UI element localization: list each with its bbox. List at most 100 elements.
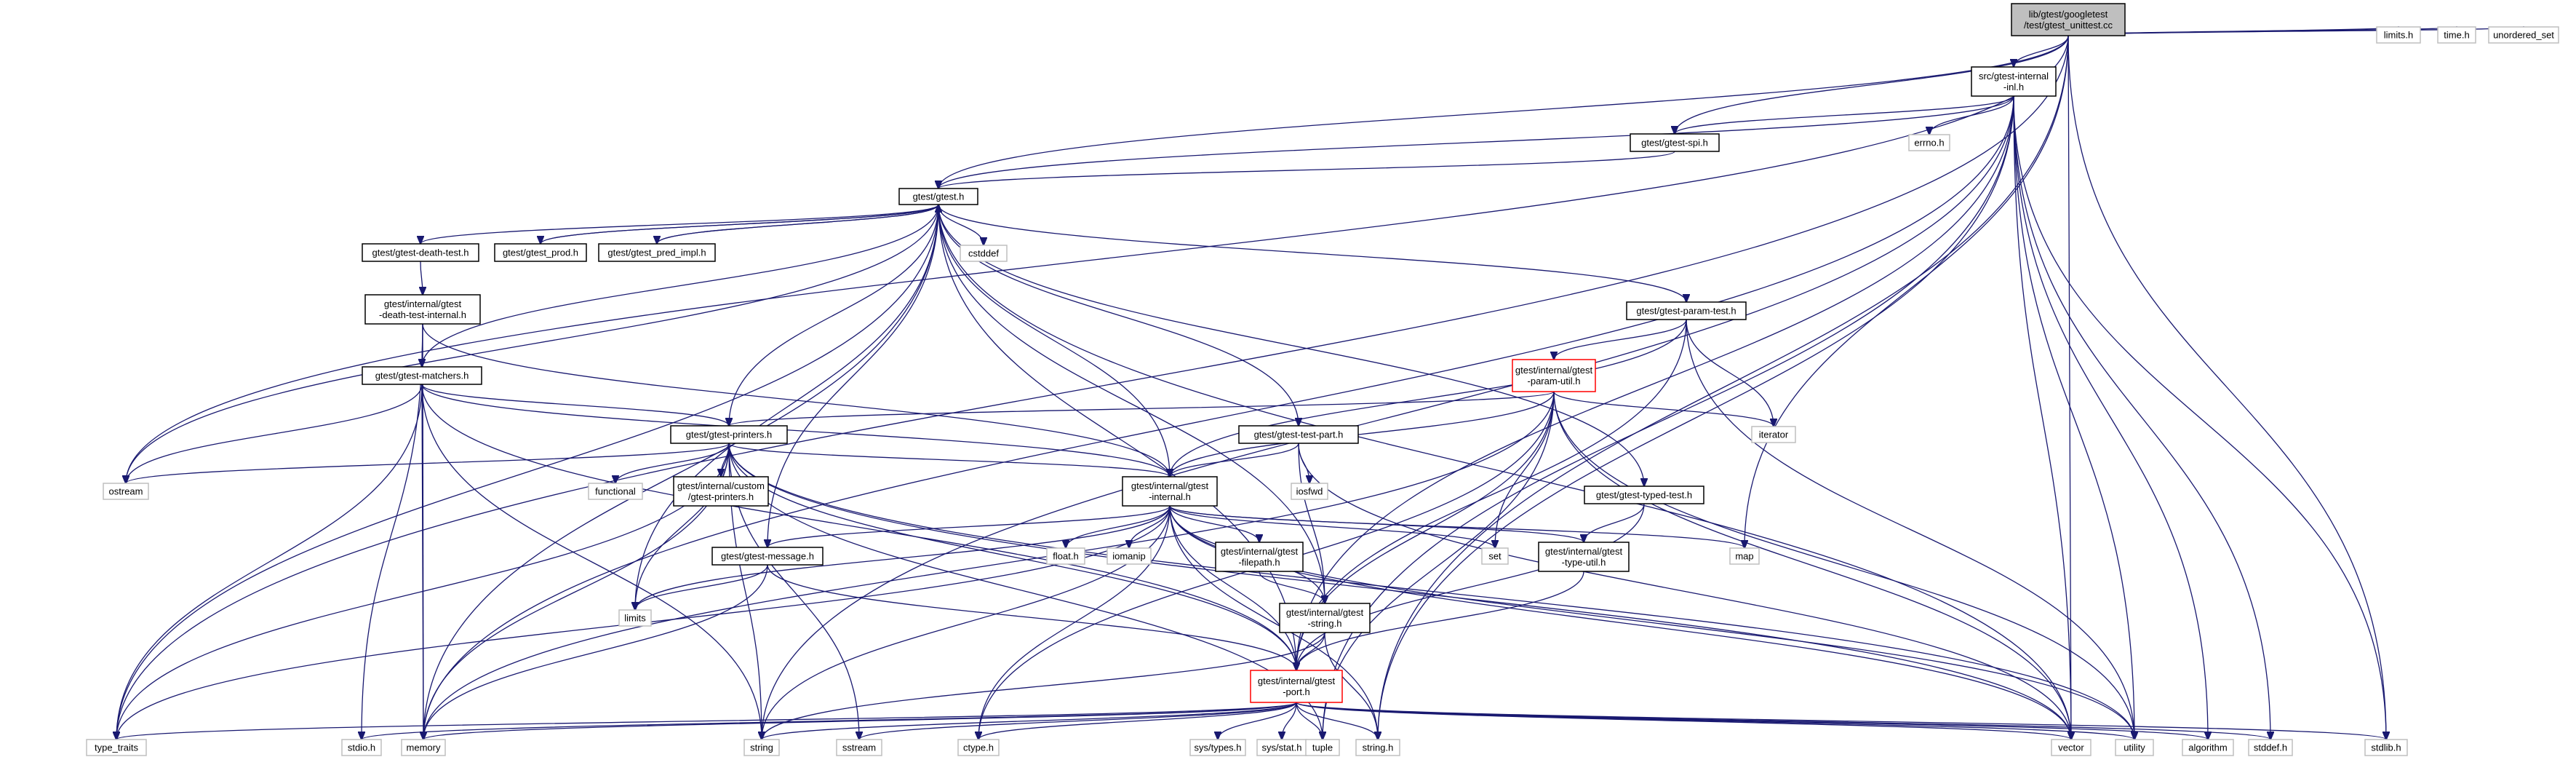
- node-set[interactable]: set: [1481, 547, 1509, 565]
- node-param-test[interactable]: gtest/gtest-param-test.h: [1626, 301, 1747, 320]
- node-param-util[interactable]: gtest/internal/gtest-param-util.h: [1512, 359, 1596, 392]
- edge-internal-inl-to-stddef-h: [2013, 95, 2270, 740]
- node-errno-box: [1908, 134, 1950, 151]
- node-cstddef[interactable]: cstddef: [960, 245, 1008, 262]
- node-ostream[interactable]: ostream: [103, 483, 149, 500]
- edge-gtest-h-to-vector: [938, 204, 2071, 740]
- node-root-label: lib/gtest/googletest: [2029, 9, 2108, 20]
- edge-port-to-string: [762, 702, 1297, 740]
- node-typed-test[interactable]: gtest/gtest-typed-test.h: [1584, 485, 1704, 504]
- edge-gtest-h-to-message: [767, 204, 939, 547]
- node-stdlib-h[interactable]: stdlib.h: [2364, 739, 2408, 756]
- edge-gtest-h-to-port: [938, 204, 1296, 670]
- node-spi[interactable]: gtest/gtest-spi.h: [1630, 133, 1720, 152]
- node-iosfwd[interactable]: iosfwd: [1291, 483, 1328, 500]
- node-type-util[interactable]: gtest/internal/gtest-type-util.h: [1538, 542, 1630, 572]
- node-death-test[interactable]: gtest/gtest-death-test.h: [362, 243, 479, 262]
- edge-matchers-to-printers: [421, 384, 729, 426]
- node-sys-stat[interactable]: sys/stat.h: [1256, 739, 1307, 756]
- node-typed-test-label: gtest/gtest-typed-test.h: [1596, 490, 1692, 501]
- node-printers[interactable]: gtest/gtest-printers.h: [670, 425, 788, 444]
- node-custom-printers-label: /gtest-printers.h: [688, 491, 754, 502]
- edge-internal-inl-to-string: [762, 95, 2014, 740]
- edge-port-to-sys-types: [1218, 702, 1297, 740]
- node-gtest-internal-label: -internal.h: [1149, 491, 1191, 502]
- node-type-traits[interactable]: type_traits: [86, 739, 147, 756]
- node-string[interactable]: string: [743, 739, 780, 756]
- node-functional[interactable]: functional: [588, 483, 643, 500]
- node-pred-label: gtest/gtest_prod.h: [503, 247, 578, 258]
- node-functional-label: functional: [595, 486, 636, 497]
- edge-printers-to-gtest-internal: [728, 443, 1170, 477]
- node-string-h-label: string.h: [1363, 742, 1394, 753]
- node-gtest-h-label: gtest/gtest.h: [913, 191, 965, 202]
- node-memory-box: [401, 739, 446, 756]
- edge-param-util-to-memory: [423, 391, 1555, 740]
- node-unordered-set[interactable]: unordered_set: [2488, 26, 2559, 44]
- edge-death-internal-to-stdio-h: [362, 323, 423, 740]
- node-time-h[interactable]: time.h: [2437, 26, 2476, 44]
- node-vector[interactable]: vector: [2051, 739, 2091, 756]
- node-iomanip[interactable]: iomanip: [1106, 547, 1152, 565]
- node-sstream[interactable]: sstream: [836, 739, 882, 756]
- node-algorithm[interactable]: algorithm: [2182, 739, 2234, 756]
- edge-gtest-h-to-param-test: [938, 204, 1686, 302]
- edge-gtest-h-to-typed-test: [938, 204, 1644, 486]
- edge-printers-to-functional: [615, 443, 730, 483]
- edge-filepath-to-gstring: [1259, 571, 1325, 603]
- node-limits-h-box: [2376, 26, 2421, 44]
- edge-gtest-internal-to-filepath: [1169, 505, 1259, 542]
- node-stdio-h[interactable]: stdio.h: [341, 739, 382, 756]
- node-gtest-internal[interactable]: gtest/internal/gtest-internal.h: [1122, 476, 1218, 507]
- node-limits[interactable]: limits: [618, 609, 652, 627]
- edge-matchers-to-memory: [422, 384, 423, 740]
- node-limits-h[interactable]: limits.h: [2376, 26, 2421, 44]
- node-pred[interactable]: gtest/gtest_prod.h: [494, 243, 587, 262]
- edge-internal-inl-to-gtest-h: [938, 95, 2014, 189]
- node-limits-box: [618, 609, 652, 627]
- node-iomanip-box: [1106, 547, 1152, 565]
- edge-printers-to-utility: [728, 443, 2134, 740]
- node-death-internal-box: [364, 294, 481, 325]
- edge-gtest-h-to-gstring: [938, 204, 1325, 603]
- node-map[interactable]: map: [1729, 547, 1760, 565]
- node-utility[interactable]: utility: [2115, 739, 2154, 756]
- node-iterator[interactable]: iterator: [1751, 426, 1796, 443]
- node-filepath[interactable]: gtest/internal/gtest-filepath.h: [1215, 542, 1304, 572]
- node-death-internal[interactable]: gtest/internal/gtest-death-test-internal…: [364, 294, 481, 325]
- edge-port-to-type-traits: [116, 702, 1297, 740]
- node-gtest-h[interactable]: gtest/gtest.h: [898, 188, 978, 205]
- node-limits-label: limits: [624, 613, 646, 624]
- node-message-box: [711, 547, 824, 566]
- node-test-part[interactable]: gtest/gtest-test-part.h: [1238, 425, 1359, 444]
- node-float-h[interactable]: float.h: [1046, 547, 1085, 565]
- node-port[interactable]: gtest/internal/gtest-port.h: [1250, 670, 1343, 703]
- node-root[interactable]: lib/gtest/googletest/test/gtest_unittest…: [2011, 3, 2126, 36]
- node-string-h-box: [1355, 739, 1400, 756]
- edges-layer: [116, 27, 2524, 740]
- node-ctype-h[interactable]: ctype.h: [957, 739, 1000, 756]
- node-float-h-box: [1046, 547, 1085, 565]
- node-string-h[interactable]: string.h: [1355, 739, 1400, 756]
- node-param-test-box: [1626, 301, 1747, 320]
- node-type-util-box: [1538, 542, 1630, 572]
- node-message[interactable]: gtest/gtest-message.h: [711, 547, 824, 566]
- node-internal-inl[interactable]: src/gtest-internal-inl.h: [1971, 66, 2057, 97]
- node-pred-impl[interactable]: gtest/gtest_pred_impl.h: [598, 243, 716, 262]
- edge-internal-inl-to-utility: [2013, 95, 2134, 740]
- node-gstring[interactable]: gtest/internal/gtest-string.h: [1279, 603, 1371, 633]
- edge-param-util-to-gtest-internal: [1170, 391, 1555, 477]
- node-memory[interactable]: memory: [401, 739, 446, 756]
- node-sys-types-box: [1189, 739, 1246, 756]
- node-matchers[interactable]: gtest/gtest-matchers.h: [362, 366, 482, 385]
- node-set-box: [1481, 547, 1509, 565]
- node-utility-box: [2115, 739, 2154, 756]
- edge-root-to-gtest-h: [938, 35, 2069, 189]
- node-sys-types[interactable]: sys/types.h: [1189, 739, 1246, 756]
- edge-gtest-internal-to-string-h: [1169, 505, 1378, 740]
- node-tuple[interactable]: tuple: [1305, 739, 1340, 756]
- node-stddef-h[interactable]: stddef.h: [2248, 739, 2293, 756]
- edge-pred-impl-to-gtest-h: [656, 205, 938, 245]
- node-custom-printers[interactable]: gtest/internal/custom/gtest-printers.h: [673, 476, 769, 507]
- node-errno[interactable]: errno.h: [1908, 134, 1950, 151]
